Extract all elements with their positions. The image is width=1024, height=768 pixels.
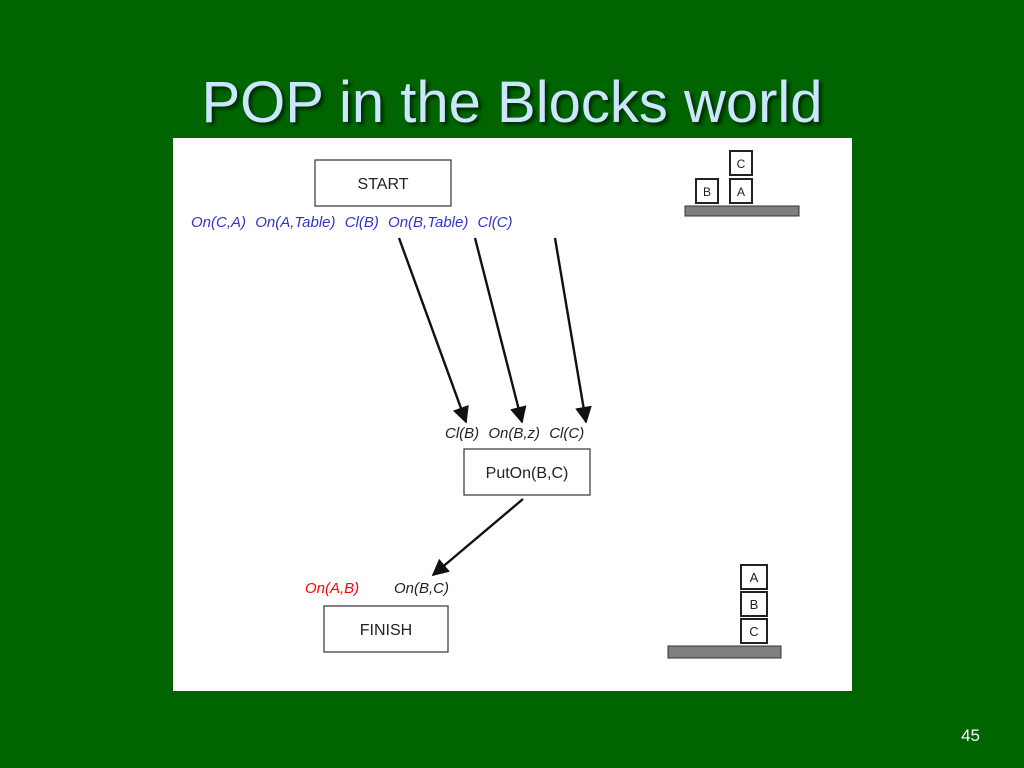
effect-cl-b: Cl(B) (345, 214, 379, 231)
action-label: PutOn(B,C) (486, 465, 569, 482)
start-label: START (358, 176, 409, 193)
slide-title: POP in the Blocks world (201, 70, 823, 135)
causal-link-cl-c (553, 237, 592, 424)
finish-label: FINISH (360, 622, 412, 639)
effect-on-a-table: On(A,Table) (255, 214, 335, 231)
action-box (463, 448, 591, 496)
initial-block-b (695, 178, 719, 204)
pop-diagram-svg: START On(C,A) On(A,Table) Cl(B) On(B,Tab… (191, 150, 800, 659)
causal-link-cl-b (397, 237, 469, 424)
goal-on-b-c: On(B,C) (394, 580, 449, 597)
initial-block-a-label: A (737, 185, 745, 199)
initial-block-a (729, 178, 753, 204)
causal-link-on-b (473, 237, 527, 424)
goal-on-a-b: On(A,B) (305, 580, 359, 597)
page-number: 45 (961, 726, 980, 745)
finish-box (323, 605, 449, 653)
goal-block-a (740, 564, 768, 590)
initial-table (684, 205, 800, 217)
causal-link-on-b-c (431, 498, 524, 577)
goal-block-b (740, 591, 768, 617)
goal-block-b-label: B (750, 597, 759, 612)
initial-block-b-label: B (703, 185, 711, 199)
goal-block-c-label: C (749, 624, 758, 639)
start-box (314, 159, 452, 207)
start-effects: On(C,A) On(A,Table) Cl(B) On(B,Table) Cl… (191, 214, 513, 231)
precond-cl-b: Cl(B) (445, 425, 479, 442)
initial-block-c-label: C (737, 157, 746, 171)
pop-diagram: START On(C,A) On(A,Table) Cl(B) On(B,Tab… (173, 138, 852, 691)
goal-block-a-label: A (750, 570, 759, 585)
goal-table (667, 645, 782, 659)
goal-block-c (740, 618, 768, 644)
effect-on-c-a: On(C,A) (191, 214, 246, 231)
goal-state: C B A (667, 564, 782, 659)
effect-on-b-table: On(B,Table) (388, 214, 468, 231)
initial-state: B A C (684, 150, 800, 217)
precond-on-b-z: On(B,z) (488, 425, 540, 442)
initial-block-c (729, 150, 753, 176)
effect-cl-c: Cl(C) (478, 214, 513, 231)
action-preconditions: Cl(B) On(B,z) Cl(C) (445, 425, 584, 442)
precond-cl-c: Cl(C) (549, 425, 584, 442)
